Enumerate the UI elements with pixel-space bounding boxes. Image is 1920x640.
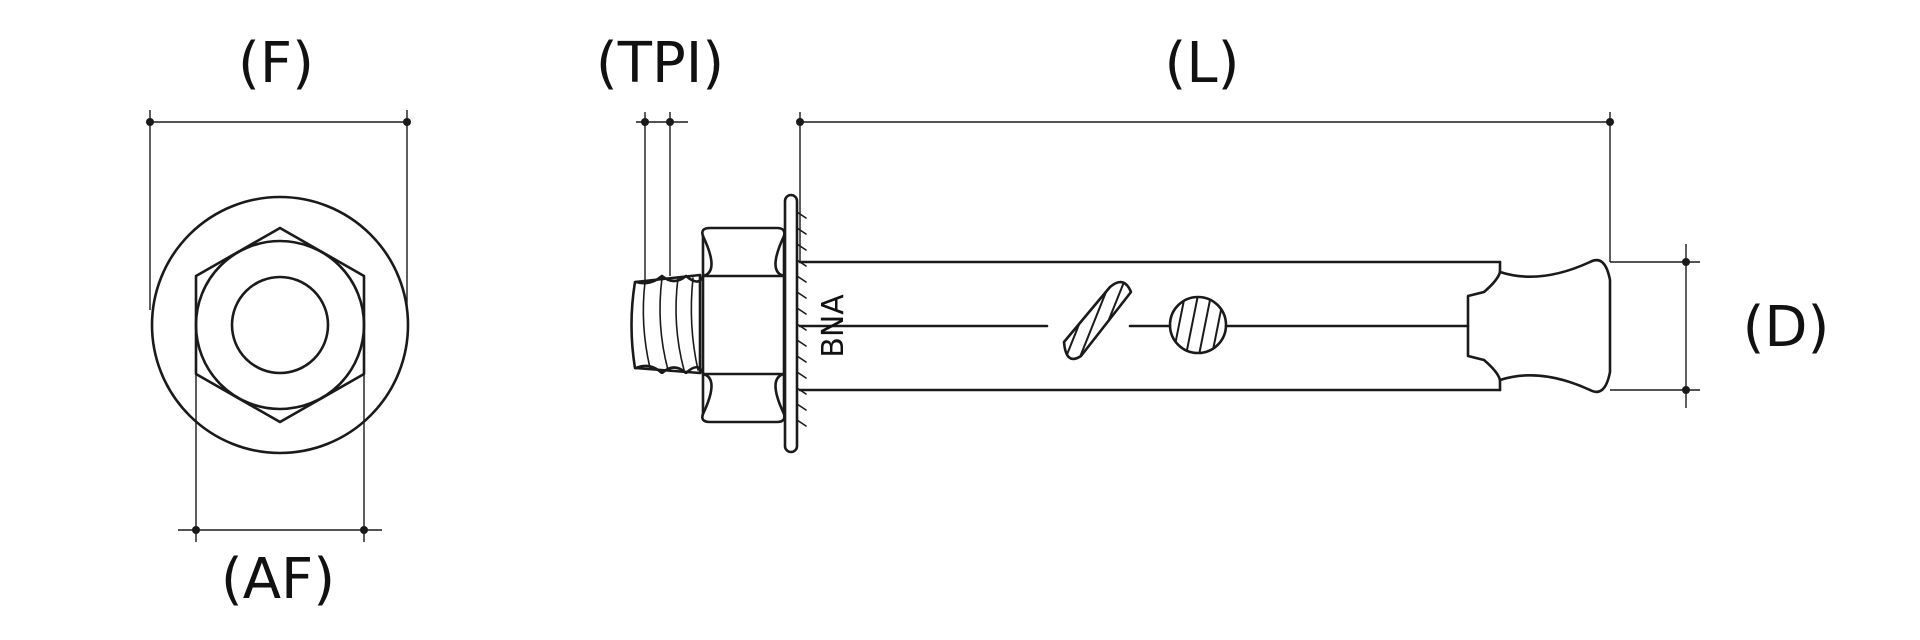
threaded-stud (630, 273, 704, 375)
hex-nut (701, 226, 786, 424)
cross-pin (1168, 295, 1228, 355)
d-dimension (1610, 244, 1700, 408)
sleeve-slot (1062, 280, 1133, 361)
label-tpi: (TPI) (596, 31, 724, 96)
af-dimension (178, 300, 382, 542)
tpi-dimension (636, 112, 688, 280)
cone-expander (1466, 258, 1612, 394)
side-view: BNA (630, 112, 1700, 454)
f-dimension (146, 110, 411, 310)
sleeve-marking: BNA (816, 294, 851, 358)
sleeve (798, 260, 1502, 392)
bolt-bore-circle (230, 275, 330, 375)
hex-outline (194, 226, 366, 424)
flange-outer-circle (150, 195, 410, 455)
label-d: (D) (1743, 295, 1830, 360)
end-view (146, 110, 411, 542)
washer (783, 193, 807, 454)
nut-bearing-circle (194, 239, 366, 411)
l-dimension (796, 112, 1614, 262)
label-l: (L) (1165, 31, 1240, 96)
label-f: (F) (238, 31, 314, 96)
label-af: (AF) (221, 547, 335, 612)
